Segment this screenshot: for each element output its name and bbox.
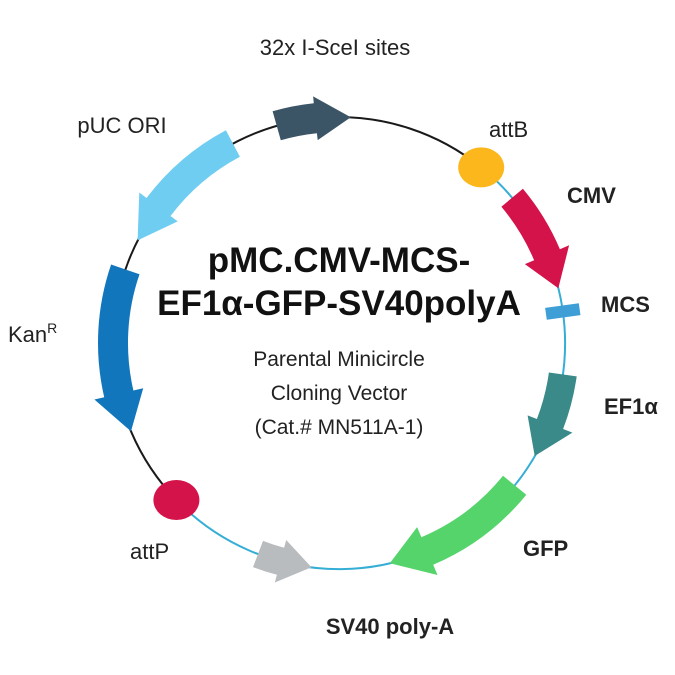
kanr-arrow (94, 264, 144, 432)
mcs-label: MCS (601, 292, 650, 317)
cmv-label: CMV (567, 183, 616, 208)
kanr-label: KanR (8, 320, 57, 347)
vector-description-line1: Parental Minicircle (253, 348, 425, 371)
ef1a-label: EF1α (604, 394, 658, 419)
attp-site (153, 480, 200, 520)
isce1-label: 32x I-SceI sites (260, 35, 410, 60)
vector-description-line2: Cloning Vector (271, 382, 408, 405)
catalog-number: (Cat.# MN511A-1) (255, 416, 424, 439)
feature-labels: 32x I-SceI sites attB CMV MCS EF1α GFP S… (8, 35, 658, 639)
mcs-box (545, 303, 581, 320)
cmv-arrow (501, 188, 570, 289)
isce1-sites-arrow (272, 96, 351, 141)
sv40-polya-arrow (253, 540, 312, 583)
features (94, 96, 581, 583)
puc-ori-label: pUC ORI (77, 113, 166, 138)
attb-site (458, 147, 505, 188)
ef1a-arrow (527, 372, 577, 456)
sv40-label: SV40 poly-A (326, 614, 454, 639)
attb-label: attB (489, 117, 528, 142)
vector-name-line1: pMC.CMV-MCS- (208, 241, 470, 280)
puc-ori-arrow (137, 130, 240, 241)
gfp-label: GFP (523, 536, 568, 561)
center-text: pMC.CMV-MCS- EF1α-GFP-SV40polyA Parental… (157, 241, 521, 439)
vector-name-line2: EF1α-GFP-SV40polyA (157, 284, 521, 323)
attp-label: attP (130, 539, 169, 564)
gfp-arrow (389, 475, 527, 575)
